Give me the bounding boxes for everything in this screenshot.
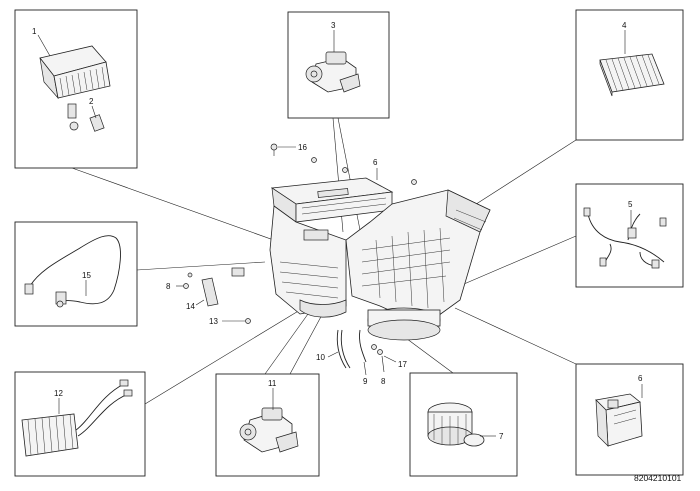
callout-16: 16	[298, 143, 307, 152]
resistor-drawing	[595, 393, 643, 447]
callout-3: 3	[331, 21, 336, 30]
callout-14: 14	[186, 302, 195, 311]
heater-core-drawing	[39, 45, 111, 132]
callout-8b: 8	[381, 377, 386, 386]
connector-icon	[231, 267, 245, 277]
box-heater-core: 1 2	[14, 9, 138, 169]
hvac-main-assembly	[231, 177, 491, 341]
callout-11: 11	[268, 379, 277, 388]
callout-8a: 8	[166, 282, 171, 291]
callout-1: 1	[32, 27, 37, 36]
callout-15: 15	[82, 271, 91, 280]
callout-17: 17	[398, 360, 407, 369]
callout-13: 13	[209, 317, 218, 326]
box-actuator-top: 3	[287, 11, 390, 119]
heater-core-2-drawing	[21, 379, 133, 457]
blower-drawing	[427, 402, 485, 447]
callout-9: 9	[363, 377, 368, 386]
callout-2: 2	[89, 97, 94, 106]
callout-5: 5	[628, 200, 633, 209]
box-wiring-harness: 5	[575, 183, 684, 288]
box-actuator-bottom: 11	[215, 373, 320, 477]
clip-icon	[201, 277, 219, 307]
box-blower-motor: 7	[409, 372, 518, 477]
cabin-filter-drawing	[599, 53, 665, 97]
callout-6b: 6	[638, 374, 643, 383]
screw-icon	[270, 143, 278, 156]
box-cabin-filter: 4	[575, 9, 684, 141]
box-resistor-module: 6	[575, 363, 684, 476]
actuator-drawing	[305, 51, 361, 93]
callout-10: 10	[316, 353, 325, 362]
box-sensor-cable: 15	[14, 221, 138, 327]
callout-12: 12	[54, 389, 63, 398]
actuator-2-drawing	[239, 407, 299, 453]
sensor-cable-drawing	[24, 235, 121, 308]
hardware-parts	[176, 143, 417, 376]
box-heater-core-2: 12	[14, 371, 146, 477]
diagram-reference: 8204210101	[634, 473, 682, 483]
callout-7: 7	[499, 432, 504, 441]
harness-drawing	[583, 207, 667, 269]
callout-6a: 6	[373, 158, 378, 167]
callout-4: 4	[622, 21, 627, 30]
